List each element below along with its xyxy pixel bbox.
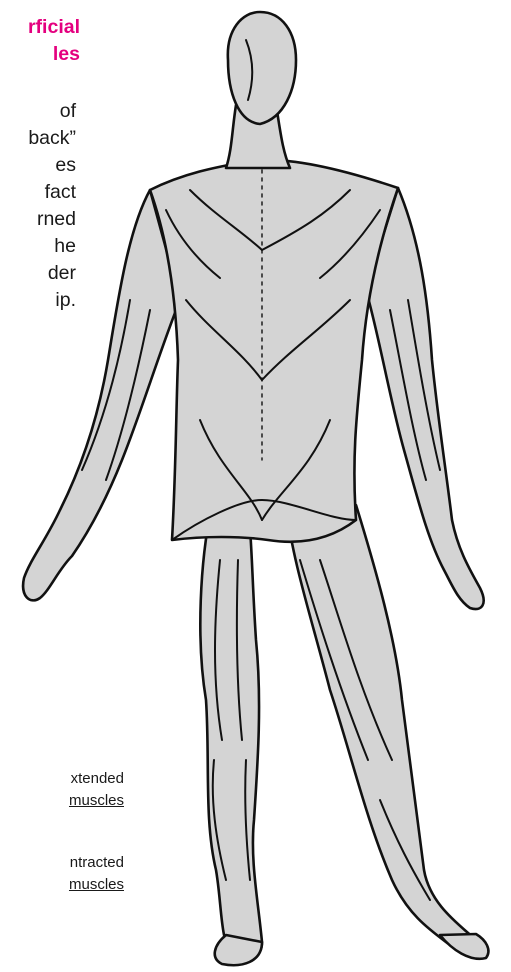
caption-contracted-line-2: muscles bbox=[0, 874, 124, 896]
head bbox=[228, 12, 296, 124]
title-line-2: les bbox=[0, 41, 80, 68]
body-line-6: he bbox=[0, 233, 76, 260]
torso bbox=[150, 160, 398, 542]
left-foot bbox=[215, 935, 262, 965]
caption-extended-line-1: xtended bbox=[0, 768, 124, 790]
body-line-5: rned bbox=[0, 206, 76, 233]
caption-contracted-muscles: ntracted muscles bbox=[0, 852, 124, 896]
body-line-2: back” bbox=[0, 125, 76, 152]
body-paragraph: of back” es fact rned he der ip. bbox=[0, 98, 76, 314]
caption-contracted-line-1: ntracted bbox=[0, 852, 124, 874]
body-line-7: der bbox=[0, 260, 76, 287]
left-leg bbox=[200, 505, 262, 958]
title-line-1: rficial bbox=[0, 14, 80, 41]
right-foot bbox=[440, 934, 488, 959]
caption-extended-muscles: xtended muscles bbox=[0, 768, 124, 812]
caption-extended-line-2: muscles bbox=[0, 790, 124, 812]
body-line-1: of bbox=[0, 98, 76, 125]
body-line-3: es bbox=[0, 152, 76, 179]
body-line-8: ip. bbox=[0, 287, 76, 314]
body-line-4: fact bbox=[0, 179, 76, 206]
section-title: rficial les bbox=[0, 14, 80, 68]
